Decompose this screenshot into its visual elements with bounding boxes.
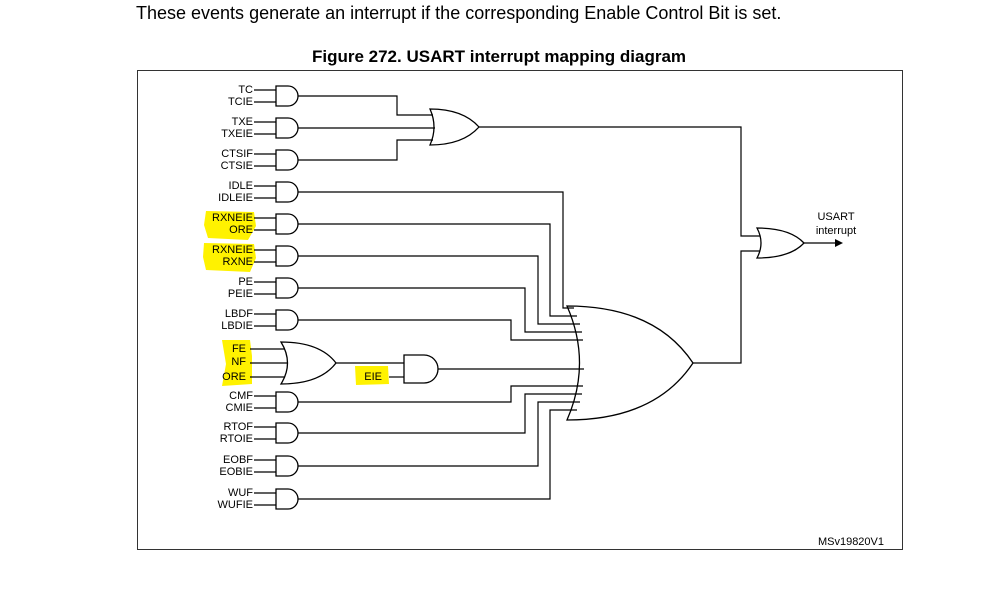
and-gate: [275, 488, 299, 510]
main-or-gate: [566, 305, 694, 421]
highlights: [203, 211, 389, 386]
routing-wires: [298, 95, 835, 500]
and-gate: [275, 245, 299, 267]
and-gate: [275, 277, 299, 299]
input-flag-label: CTSIF: [221, 148, 253, 160]
highlight-fe-nf-ore: [222, 340, 252, 386]
input-enable-label: LBDIE: [221, 320, 253, 332]
eie-and-gate: [403, 354, 439, 384]
and-gate: [275, 213, 299, 235]
input-flag-label: PE: [238, 276, 253, 288]
input-enable-label: CMIE: [226, 402, 254, 414]
error-or-gate: [279, 341, 337, 385]
input-flag-label: RTOF: [223, 421, 253, 433]
error-input-label: ORE: [222, 371, 246, 383]
and-gates: [275, 85, 439, 510]
intro-text: These events generate an interrupt if th…: [136, 3, 782, 23]
and-gate: [275, 309, 299, 331]
input-flag-label: IDLE: [229, 180, 253, 192]
input-flag-label: RXNEIE: [212, 212, 253, 224]
input-flag-label: CMF: [229, 390, 253, 402]
error-input-label: NF: [231, 356, 246, 368]
input-enable-label: RTOIE: [220, 433, 253, 445]
input-flag-label: WUF: [228, 487, 253, 499]
and-gate: [275, 422, 299, 444]
and-gate: [275, 117, 299, 139]
output-label-line2: interrupt: [816, 225, 856, 237]
and-gate: [275, 181, 299, 203]
input-enable-label: ORE: [229, 224, 253, 236]
input-flag-label: RXNEIE: [212, 244, 253, 256]
input-enable-label: TXEIE: [221, 128, 253, 140]
diagram-frame: [137, 70, 903, 550]
input-enable-label: TCIE: [228, 96, 253, 108]
input-enable-label: PEIE: [228, 288, 253, 300]
highlight-eie: [355, 366, 389, 385]
error-input-label: FE: [232, 343, 246, 355]
and-gate: [275, 455, 299, 477]
input-labels: TC TCIE TXE TXEIE CTSIF CTSIE IDLE IDLEI…: [212, 84, 382, 511]
highlight-rxneie-ore: [204, 211, 256, 240]
figure-title: Figure 272. USART interrupt mapping diag…: [311, 47, 687, 66]
input-enable-label: CTSIE: [221, 160, 253, 172]
output-arrow-head: [835, 239, 843, 247]
input-flag-label: LBDF: [225, 308, 253, 320]
input-enable-label: WUFIE: [218, 499, 253, 511]
input-stubs: [250, 89, 404, 506]
input-flag-label: TXE: [232, 116, 253, 128]
figure-id: MSv19820V1: [818, 536, 884, 548]
and-gate: [275, 149, 299, 171]
input-enable-label: RXNE: [222, 256, 253, 268]
output-label-line1: USART: [817, 211, 854, 223]
and-gate: [275, 391, 299, 413]
highlight-rxneie-rxne: [203, 243, 256, 272]
input-enable-label: IDLEIE: [218, 192, 253, 204]
input-enable-label: EOBIE: [219, 466, 253, 478]
output-or-gate: [755, 227, 805, 259]
eie-label: EIE: [364, 371, 382, 383]
and-gate: [275, 85, 299, 107]
input-flag-label: TC: [238, 84, 253, 96]
top-or-gate: [429, 108, 480, 146]
input-flag-label: EOBF: [223, 454, 253, 466]
